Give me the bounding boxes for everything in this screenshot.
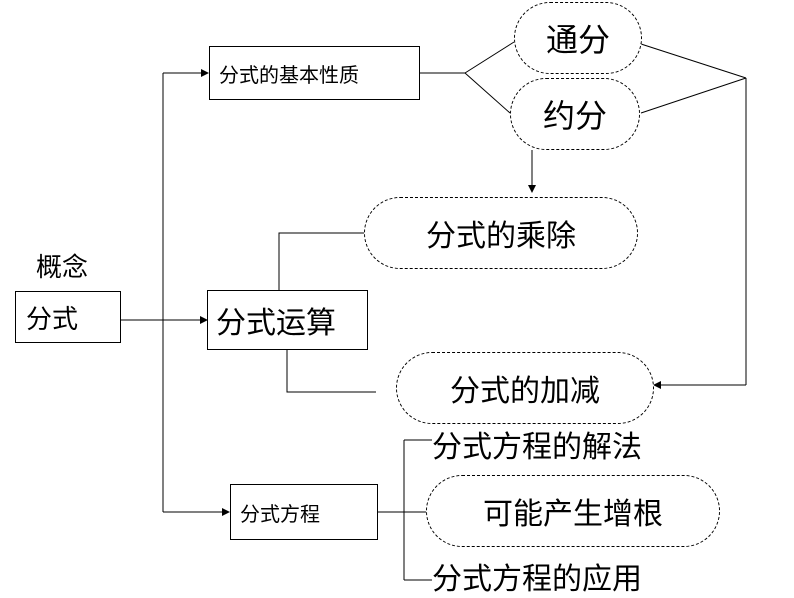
edge-fork-yuefen <box>464 72 511 114</box>
solution-method-label: 分式方程的解法 <box>432 430 642 465</box>
mult-div-node: 分式的乘除 <box>364 197 638 269</box>
edge-operations-multdiv <box>278 232 364 290</box>
yuefen-node: 约分 <box>510 78 640 150</box>
operations-box: 分式运算 <box>207 290 368 350</box>
equation-box: 分式方程 <box>230 484 378 540</box>
edge-yuefen-right <box>640 77 747 114</box>
add-sub-node: 分式的加减 <box>396 352 654 424</box>
edge-operations-addsub <box>286 350 376 393</box>
tongfen-node: 通分 <box>514 2 642 74</box>
concept-label: 概念 <box>36 252 89 283</box>
extraneous-root-node: 可能产生增根 <box>426 475 720 547</box>
edge-tongfen-right <box>640 43 747 79</box>
fenshi-box: 分式 <box>15 291 121 343</box>
edge-fork-tongfen <box>464 41 515 74</box>
basic-property-box: 分式的基本性质 <box>209 46 420 100</box>
equation-application-label: 分式方程的应用 <box>432 562 642 597</box>
